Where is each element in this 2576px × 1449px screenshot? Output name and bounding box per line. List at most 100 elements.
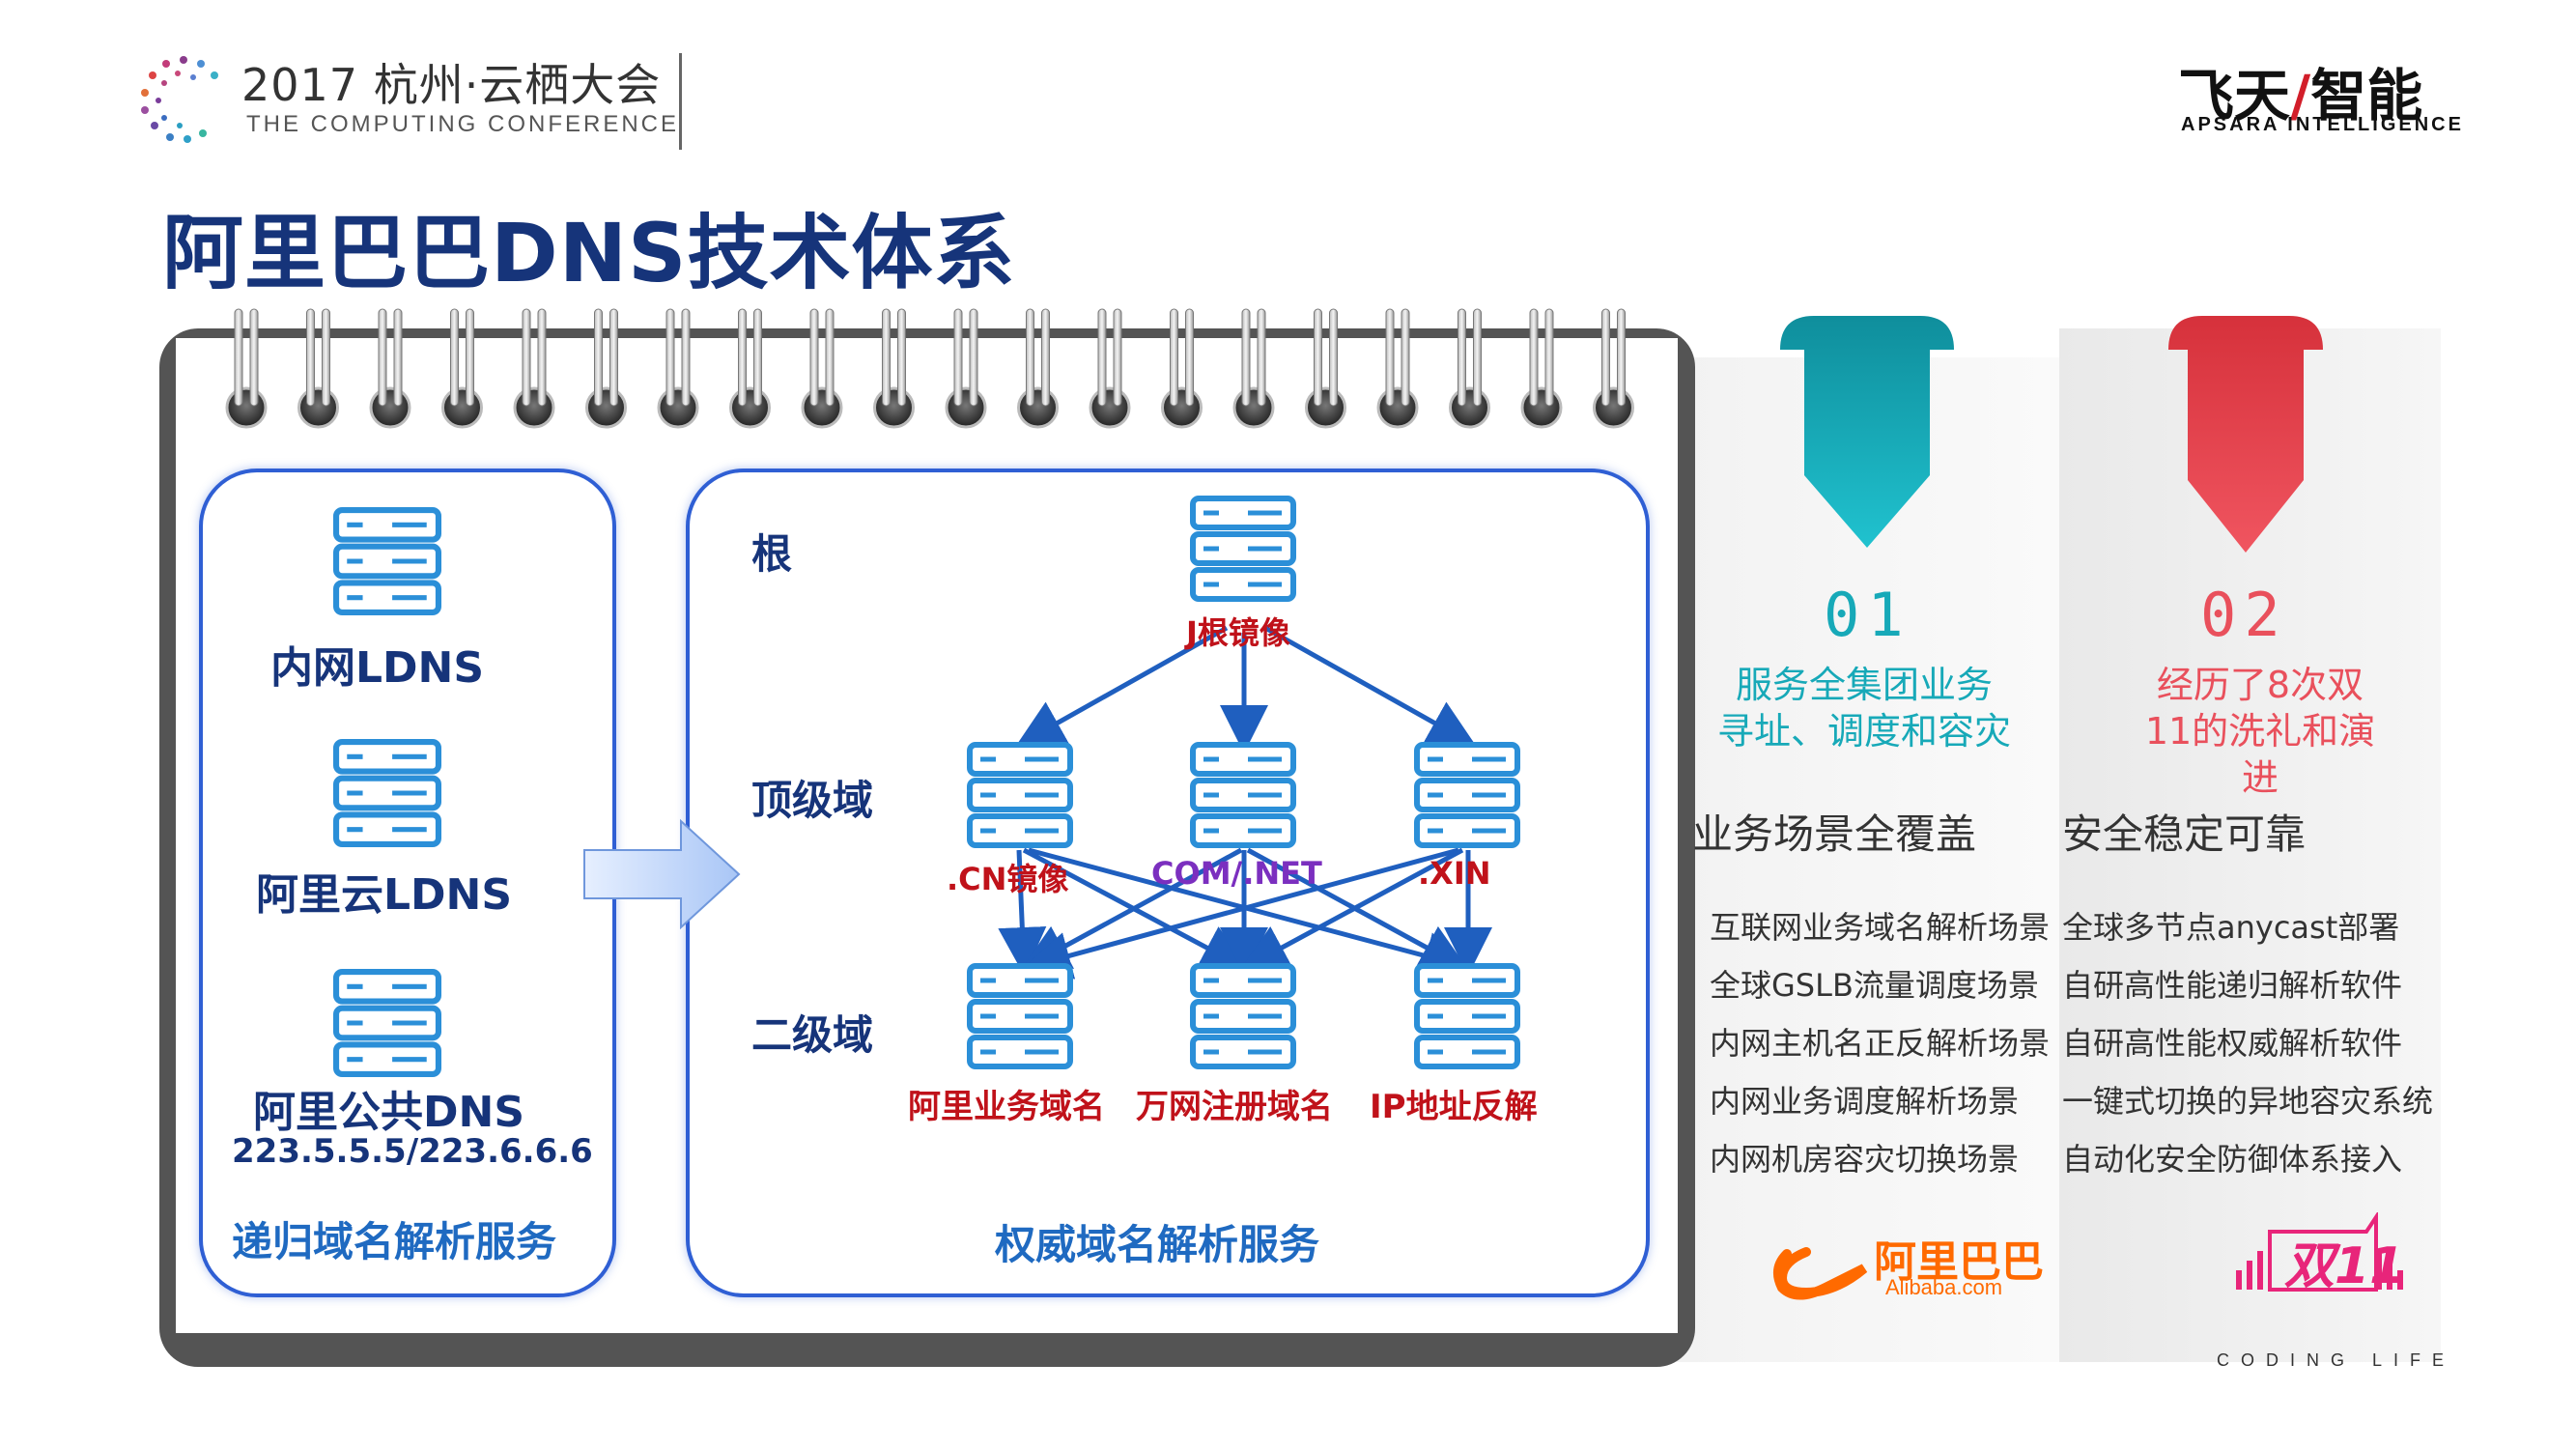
list-item: 内网机房容灾切换场景 bbox=[1710, 1141, 2020, 1178]
alibaba-logo-sub: Alibaba.com bbox=[1885, 1275, 2003, 1299]
column-desc-02-line2: 11的洗礼和演 bbox=[2144, 710, 2376, 753]
alibaba-logo-text: 阿里巴巴 bbox=[1874, 1237, 2044, 1287]
server-label-intranet-ldns: 内网LDNS bbox=[270, 643, 485, 693]
spiral-wire bbox=[1601, 308, 1610, 407]
column-desc-02-line1: 经历了8次双 bbox=[2156, 664, 2364, 706]
level-root: 根 bbox=[751, 530, 793, 578]
server-icon bbox=[336, 972, 439, 1074]
spiral-wire bbox=[753, 308, 762, 407]
flow-arrow-icon bbox=[583, 818, 741, 930]
recursive-footer: 递归域名解析服务 bbox=[232, 1218, 557, 1265]
server-icon bbox=[336, 510, 439, 612]
spiral-wire bbox=[969, 308, 978, 407]
public-dns-ip: 223.5.5.5/223.6.6.6 bbox=[232, 1132, 593, 1171]
level-tld: 顶级域 bbox=[751, 777, 874, 824]
bookmark-ribbon-01-icon bbox=[1780, 316, 1954, 548]
brand-slash: / bbox=[2290, 63, 2311, 128]
spiral-wire bbox=[1401, 308, 1410, 407]
spiral-wire bbox=[234, 308, 243, 407]
spiral-wire bbox=[809, 308, 819, 407]
spiral-wire bbox=[1458, 308, 1466, 407]
spiral-wire bbox=[1241, 308, 1251, 407]
column-list-02: 全球多节点anycast部署 自研高性能递归解析软件 自研高性能权威解析软件 一… bbox=[2062, 898, 2433, 1188]
list-item: 自动化安全防御体系接入 bbox=[2062, 1141, 2403, 1178]
node-ip-reverse: IP地址反解 bbox=[1370, 1088, 1538, 1126]
spiral-wire bbox=[1329, 308, 1338, 407]
spiral-wire bbox=[1314, 308, 1322, 407]
node-xin: .XIN bbox=[1418, 855, 1491, 892]
spiral-wire bbox=[1617, 308, 1626, 407]
server-icon bbox=[1193, 745, 1293, 845]
spiral-wire bbox=[1113, 308, 1122, 407]
list-item: 内网业务调度解析场景 bbox=[1710, 1083, 2020, 1120]
column-desc-02: 经历了8次双 11的洗礼和演 进 bbox=[2096, 662, 2424, 801]
server-icon bbox=[1417, 966, 1517, 1066]
column-list-01: 互联网业务域名解析场景 全球GSLB流量调度场景 内网主机名正反解析场景 内网业… bbox=[1710, 898, 2050, 1188]
column-desc-01: 服务全集团业务 寻址、调度和容灾 bbox=[1700, 662, 2028, 754]
conference-logo-icon bbox=[141, 56, 218, 143]
spiral-wire bbox=[738, 308, 747, 407]
alibaba-smile-logo-icon bbox=[1773, 1247, 1868, 1300]
list-item: 自研高性能权威解析软件 bbox=[2062, 1025, 2403, 1062]
brand-english: APSARA INTELLIGENCE bbox=[2181, 114, 2464, 135]
list-item: 一键式切换的异地容灾系统 bbox=[2062, 1083, 2434, 1120]
header-divider bbox=[679, 53, 682, 150]
spiral-wire bbox=[249, 308, 259, 407]
spiral-wire bbox=[393, 308, 403, 407]
spiral-wire bbox=[825, 308, 835, 407]
coding-life-watermark: CODING LIFE bbox=[2217, 1350, 2456, 1370]
server-label-public-dns: 阿里公共DNS bbox=[253, 1088, 525, 1137]
brand-cn-right: 智能 bbox=[2310, 63, 2423, 128]
column-desc-01-line1: 服务全集团业务 bbox=[1735, 664, 1993, 706]
level-second: 二级域 bbox=[751, 1011, 874, 1059]
column-number-01: 01 bbox=[1824, 580, 1911, 650]
spiral-wire bbox=[322, 308, 330, 407]
brand-cn-left: 飞天 bbox=[2178, 63, 2291, 128]
authoritative-footer: 权威域名解析服务 bbox=[995, 1221, 1320, 1268]
spiral-wire bbox=[953, 308, 963, 407]
column-desc-02-line3: 进 bbox=[2241, 756, 2279, 799]
spiral-wire bbox=[1041, 308, 1050, 407]
spiral-wire bbox=[378, 308, 387, 407]
server-label-aliyun-ldns: 阿里云LDNS bbox=[256, 870, 513, 920]
spiral-wire bbox=[594, 308, 603, 407]
spiral-wire bbox=[1473, 308, 1482, 407]
authoritative-dns-box bbox=[686, 469, 1650, 1297]
brand-logo: 飞天/智能 bbox=[2178, 50, 2422, 131]
spiral-wire bbox=[306, 308, 315, 407]
double11-logo-text: 双11 bbox=[2284, 1237, 2405, 1295]
notebook-spiral-rings bbox=[225, 308, 1634, 429]
event-title: 2017 杭州·云栖大会 bbox=[241, 59, 662, 111]
spiral-wire bbox=[450, 308, 459, 407]
column-heading-01: 业务场景全覆盖 bbox=[1692, 810, 1977, 858]
list-item: 内网主机名正反解析场景 bbox=[1710, 1025, 2051, 1062]
spiral-wire bbox=[665, 308, 675, 407]
spiral-wire bbox=[1185, 308, 1194, 407]
server-icon bbox=[970, 966, 1070, 1066]
spiral-wire bbox=[1385, 308, 1395, 407]
spiral-wire bbox=[1026, 308, 1034, 407]
spiral-wire bbox=[1529, 308, 1539, 407]
spiral-wire bbox=[681, 308, 691, 407]
page-title: 阿里巴巴DNS技术体系 bbox=[162, 206, 1016, 300]
list-item: 互联网业务域名解析场景 bbox=[1710, 909, 2051, 946]
list-item: 自研高性能递归解析软件 bbox=[2062, 967, 2403, 1004]
double11-logo-icon bbox=[2236, 1212, 2403, 1292]
spiral-wire bbox=[1170, 308, 1178, 407]
list-item: 全球多节点anycast部署 bbox=[2062, 909, 2400, 946]
spiral-wire bbox=[522, 308, 531, 407]
spiral-wire bbox=[1097, 308, 1107, 407]
node-wanwang: 万网注册域名 bbox=[1136, 1088, 1333, 1126]
spiral-wire bbox=[1257, 308, 1266, 407]
spiral-wire bbox=[882, 308, 891, 407]
server-icon bbox=[336, 742, 439, 844]
server-icon bbox=[1417, 745, 1517, 845]
server-icon bbox=[1193, 498, 1293, 599]
server-icon bbox=[1193, 966, 1293, 1066]
server-icon bbox=[970, 745, 1070, 845]
node-root-mirror: J根镜像 bbox=[1186, 614, 1290, 651]
node-cn-mirror: .CN镜像 bbox=[947, 861, 1069, 897]
spiral-wire bbox=[897, 308, 906, 407]
event-subtitle: THE COMPUTING CONFERENCE bbox=[246, 111, 680, 137]
